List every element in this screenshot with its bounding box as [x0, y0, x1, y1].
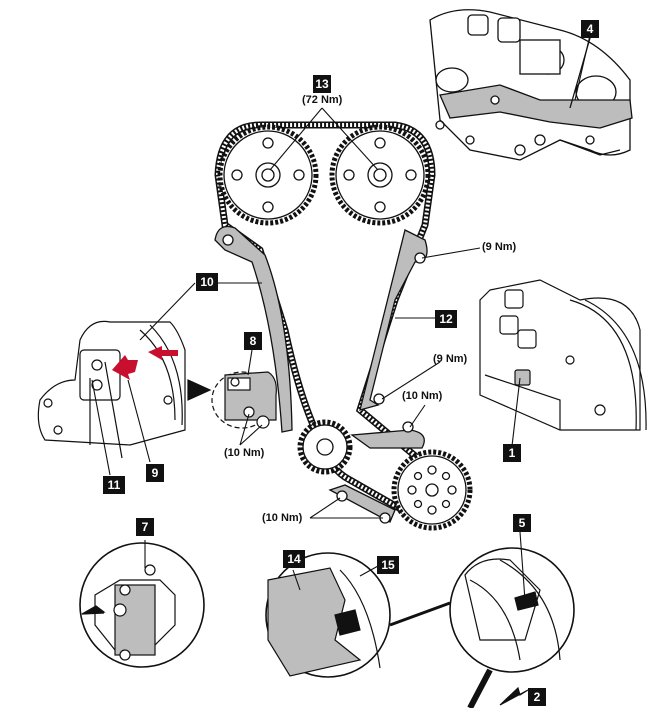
- crank-mark-detail: [449, 547, 575, 708]
- callout-15: 15: [377, 556, 399, 574]
- torque-lower-rail-bolt: (9 Nm): [433, 353, 468, 365]
- arrow-icon: [112, 346, 178, 380]
- callout-8: 8: [244, 332, 262, 350]
- callout-2: 2: [528, 688, 546, 706]
- callout-12: 12: [435, 310, 457, 328]
- callout-11: 11: [103, 476, 125, 494]
- torque-upper-rail-bolt: (9 Nm): [482, 241, 517, 253]
- callout-13: 13: [313, 75, 331, 93]
- torque-camshaft-sprockets: (72 Nm): [302, 94, 343, 106]
- exhaust-camshaft-sprocket: [329, 124, 431, 226]
- lower-chain-damper: [350, 421, 425, 449]
- tensioner-pin-detail: [79, 542, 205, 668]
- tensioner-rail: [214, 225, 293, 433]
- timing-mark-detail: [265, 552, 451, 678]
- camshaft-locking-tool: [429, 9, 633, 161]
- intake-camshaft-sprocket: [217, 124, 319, 226]
- callout-9: 9: [146, 464, 164, 482]
- oil-pump-sprocket: [391, 449, 473, 531]
- crankshaft-sprocket: [297, 419, 353, 475]
- tensioner-locking-detail: [37, 320, 212, 459]
- torque-tensioner-bolts: (10 Nm): [224, 447, 265, 459]
- torque-damper-bolt: (10 Nm): [402, 390, 443, 402]
- chain-tensioner: [211, 371, 277, 429]
- callout-7: 7: [136, 518, 154, 536]
- torque-lower-guide-bolts: (10 Nm): [262, 512, 303, 524]
- chain-guide-rail: [359, 229, 428, 411]
- callout-4: 4: [581, 20, 599, 38]
- callout-14: 14: [283, 550, 305, 568]
- crankshaft-locking-detail: [479, 279, 647, 431]
- callout-5: 5: [513, 514, 531, 532]
- leader-lines: [91, 34, 591, 601]
- callout-10: 10: [196, 273, 218, 291]
- callout-1: 1: [503, 444, 521, 462]
